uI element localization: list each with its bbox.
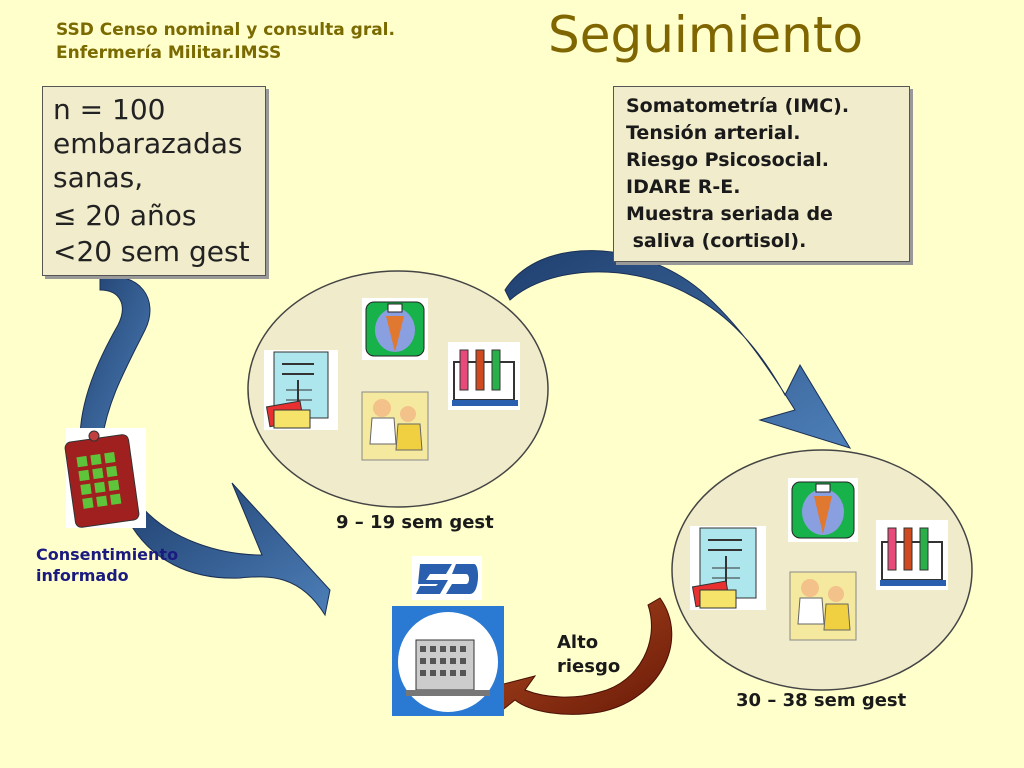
arrow-box-to-consent: [79, 276, 151, 441]
test-tubes-icon: [876, 520, 948, 590]
cohort-n: n = 100: [53, 93, 166, 126]
test-tubes-icon: [448, 342, 520, 410]
hospital-building-icon: [392, 606, 504, 716]
measurements-box: Somatometría (IMC). Tensión arterial. Ri…: [613, 86, 910, 262]
page-title: Seguimiento: [548, 6, 864, 64]
measure-item: saliva (cortisol).: [626, 230, 807, 252]
document-icon: [690, 526, 766, 610]
consent-label-line1: Consentimiento: [36, 545, 179, 564]
nurse-patient-icon: [361, 391, 429, 461]
high-risk-label-line2: riesgo: [557, 656, 621, 677]
stage2-circle: [671, 449, 973, 691]
measure-item: Somatometría (IMC).: [626, 95, 850, 117]
measure-item: Riesgo Psicosocial.: [626, 149, 830, 171]
measure-item: Muestra seriada de: [626, 203, 833, 225]
cohort-condition: sanas,: [53, 161, 144, 194]
arrow-consent-to-hospital: [127, 482, 331, 617]
cohort-age: ≤ 20 años: [53, 199, 197, 232]
cohort-group: embarazadas: [53, 127, 243, 160]
cohort-box: n = 100 embarazadas sanas, ≤ 20 años <20…: [42, 86, 266, 276]
imss-logo-icon: [412, 556, 482, 600]
scale-icon: [788, 478, 858, 542]
consent-label-line2: informado: [36, 566, 129, 585]
arrow-stage1-to-stage2: [504, 250, 852, 449]
header-line2: Enfermería Militar.IMSS: [56, 43, 282, 63]
measure-item: Tensión arterial.: [626, 122, 801, 144]
stage1-circle: [247, 270, 549, 508]
stage2-label: 30 – 38 sem gest: [736, 690, 907, 711]
nurse-patient-icon: [789, 571, 857, 641]
cohort-gestation: <20 sem gest: [53, 235, 250, 268]
document-icon: [264, 350, 338, 430]
header-line1: SSD Censo nominal y consulta gral.: [56, 20, 395, 40]
high-risk-label-line1: Alto: [557, 632, 599, 653]
scale-icon: [362, 298, 428, 360]
stage1-label: 9 – 19 sem gest: [336, 512, 494, 533]
clipboard-icon: [64, 428, 146, 528]
measure-item: IDARE R-E.: [626, 176, 741, 198]
